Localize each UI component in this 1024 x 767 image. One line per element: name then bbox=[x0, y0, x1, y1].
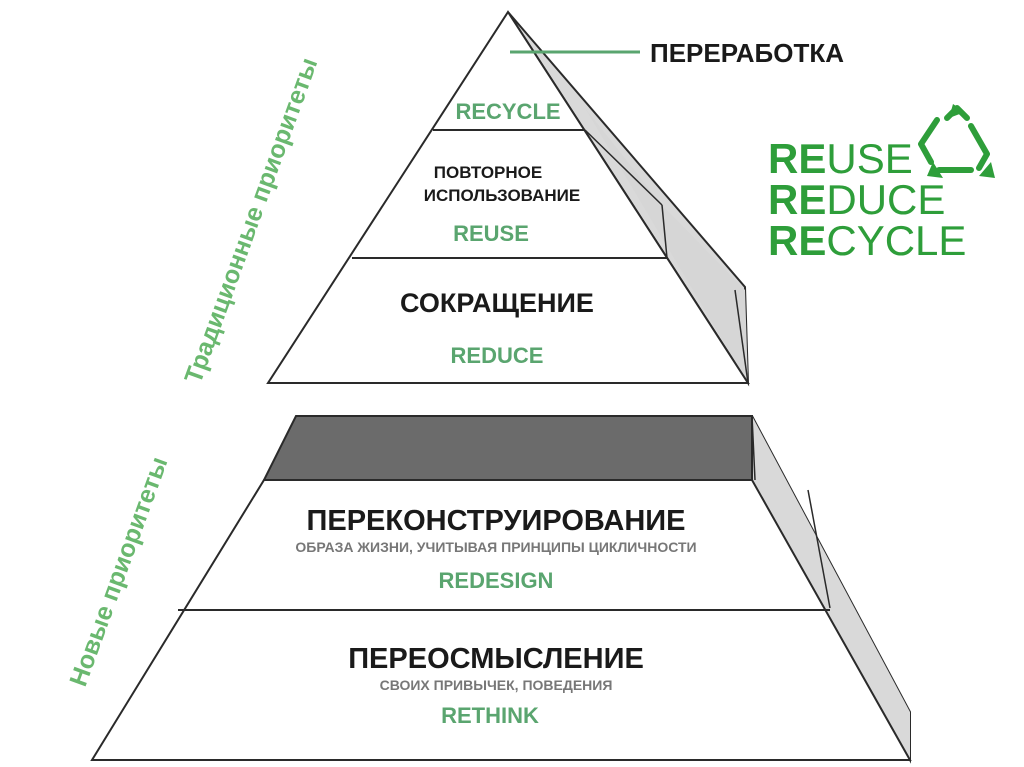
logo-word-rest: USE bbox=[826, 135, 912, 182]
tier-reduce-russian: СОКРАЩЕНИЕ bbox=[400, 288, 594, 318]
logo-line-recycle: RECYCLE bbox=[768, 217, 966, 264]
new-pyramid-side-face-fill bbox=[752, 416, 910, 760]
logo-line-reuse: REUSE bbox=[768, 135, 913, 182]
side-face-edge bbox=[661, 204, 668, 259]
logo-line-reduce: REDUCE bbox=[768, 176, 945, 223]
tier-reuse-russian-line2: ИСПОЛЬЗОВАНИЕ bbox=[424, 186, 580, 205]
new-pyramid-top-face bbox=[262, 415, 753, 481]
tier-redesign-english: REDESIGN bbox=[439, 568, 554, 593]
new-pyramid: ПЕРЕКОНСТРУИРОВАНИЕ ОБРАЗА ЖИЗНИ, УЧИТЫВ… bbox=[64, 415, 912, 764]
logo-word-rest: CYCLE bbox=[826, 217, 966, 264]
traditional-pyramid: ПЕРЕРАБОТКА RECYCLE ПОВТОРНОЕ ИСПОЛЬЗОВА… bbox=[179, 10, 844, 387]
logo-word-rest: DUCE bbox=[826, 176, 945, 223]
tier-rethink-english: RETHINK bbox=[441, 703, 539, 728]
traditional-pyramid-front-face bbox=[266, 10, 750, 384]
tier-reduce-english: REDUCE bbox=[451, 343, 544, 368]
tier-redesign-russian: ПЕРЕКОНСТРУИРОВАНИЕ bbox=[307, 505, 686, 537]
recycle-icon bbox=[918, 104, 995, 178]
tier-reuse-english: REUSE bbox=[453, 221, 529, 246]
side-face-edge bbox=[734, 289, 749, 384]
logo-re-prefix: RE bbox=[768, 217, 826, 264]
tier-rethink-subtitle: СВОИХ ПРИВЫЧЕК, ПОВЕДЕНИЯ bbox=[380, 677, 613, 693]
three-r-logo: REUSE REDUCE RECYCLE bbox=[768, 104, 995, 264]
tier-rethink-russian: ПЕРЕОСМЫСЛЕНИЕ bbox=[348, 643, 644, 675]
side-face-edge bbox=[807, 489, 831, 609]
tier-recycle-english: RECYCLE bbox=[455, 99, 560, 124]
tier-redesign-subtitle: ОБРАЗА ЖИЗНИ, УЧИТЫВАЯ ПРИНЦИПЫ ЦИКЛИЧНО… bbox=[295, 539, 696, 555]
logo-re-prefix: RE bbox=[768, 176, 826, 223]
new-pyramid-front-face bbox=[90, 479, 912, 761]
tier-reuse-russian-line1: ПОВТОРНОЕ bbox=[434, 163, 542, 182]
logo-re-prefix: RE bbox=[768, 135, 826, 182]
callout-label: ПЕРЕРАБОТКА bbox=[650, 38, 844, 68]
side-face-edge bbox=[584, 129, 663, 206]
